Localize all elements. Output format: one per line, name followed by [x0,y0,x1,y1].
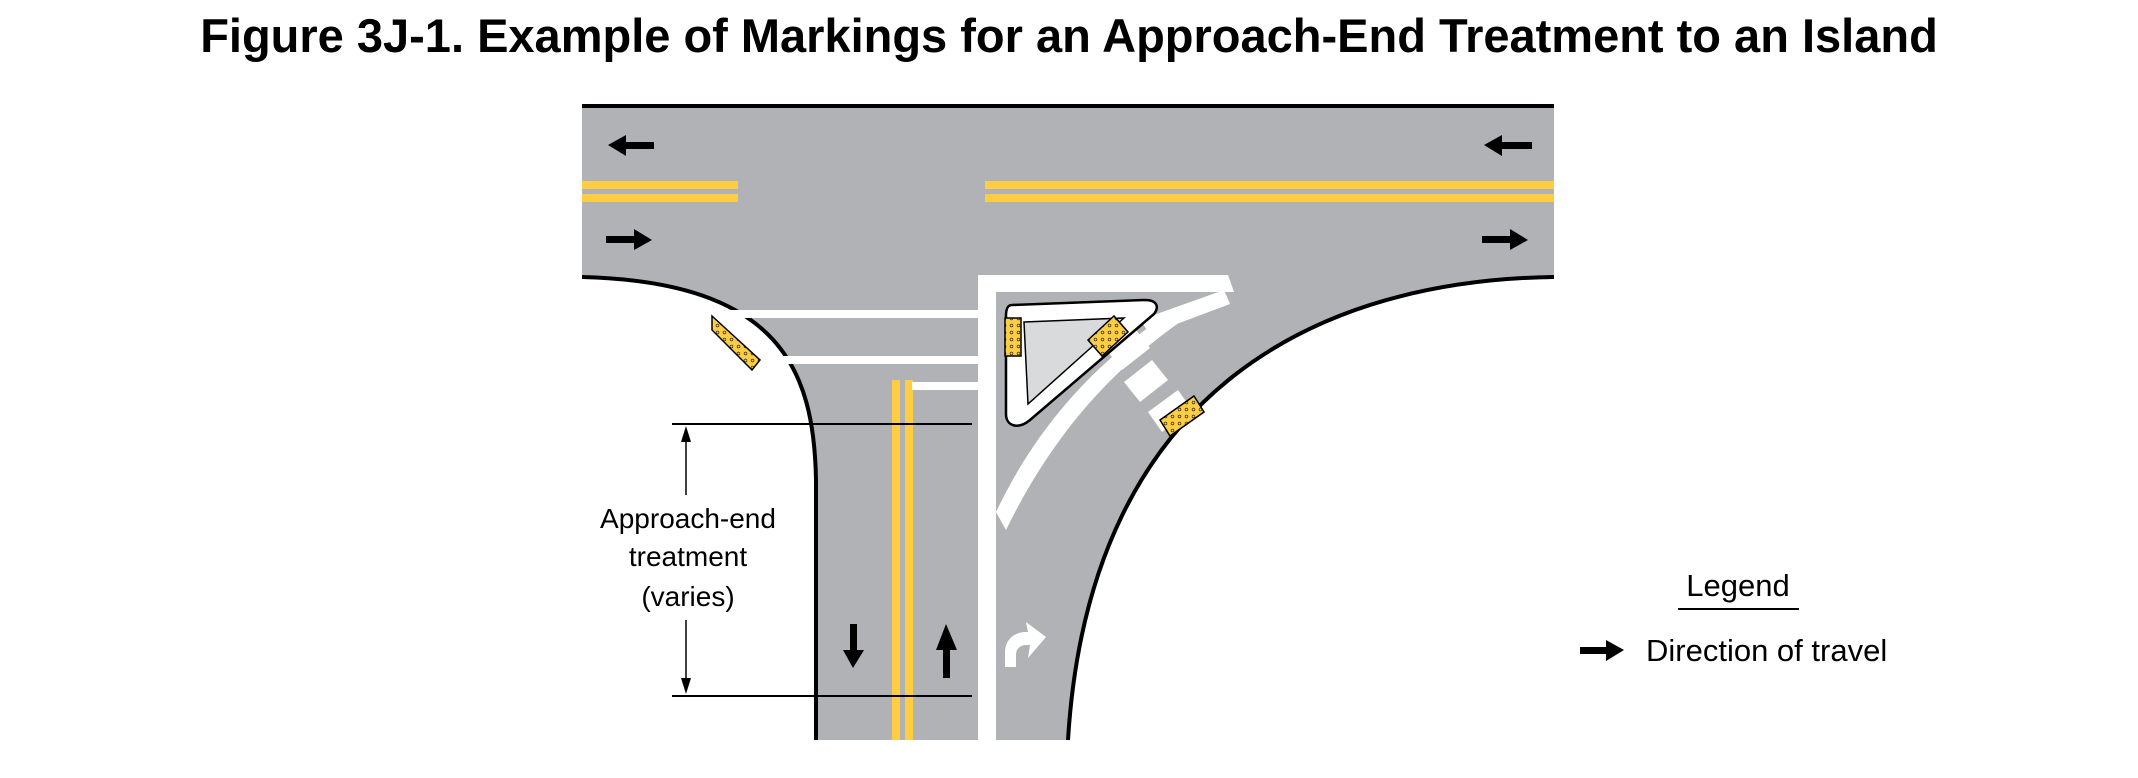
arrow-left-icon-2 [1484,135,1532,156]
arrow-right-icon-1 [606,229,652,250]
minor-road-centerline [892,380,913,740]
annotation-line-2: treatment [629,541,747,572]
arrow-right-icon-2 [1482,229,1528,250]
figure-title: Figure 3J-1. Example of Markings for an … [200,9,1938,62]
main-road-centerline-left [582,181,738,202]
legend-heading: Legend [1686,568,1789,603]
dimension-arrowhead-up [681,426,691,442]
main-road-centerline-right [985,181,1554,202]
tactile-panel-right-corner [1158,394,1206,438]
tactile-panel-island-left [1004,317,1022,357]
annotation-line-3: (varies) [641,581,734,612]
arrow-down-icon [843,624,864,668]
right-turn-arrow-icon [1005,622,1046,667]
dimension-arrowhead-down [681,678,691,694]
tactile-panel-left-corner [711,314,762,372]
arrow-left-icon-1 [608,135,654,156]
tactile-panel-island-right [1086,314,1130,358]
white-markings [720,275,1234,740]
annotation-line-1: Approach-end [600,503,776,534]
right-curb [1066,275,1555,741]
legend-arrow-right-icon [1580,640,1624,661]
arrow-up-icon [936,624,957,678]
left-curb [581,275,818,740]
legend-item-label: Direction of travel [1646,633,1887,668]
